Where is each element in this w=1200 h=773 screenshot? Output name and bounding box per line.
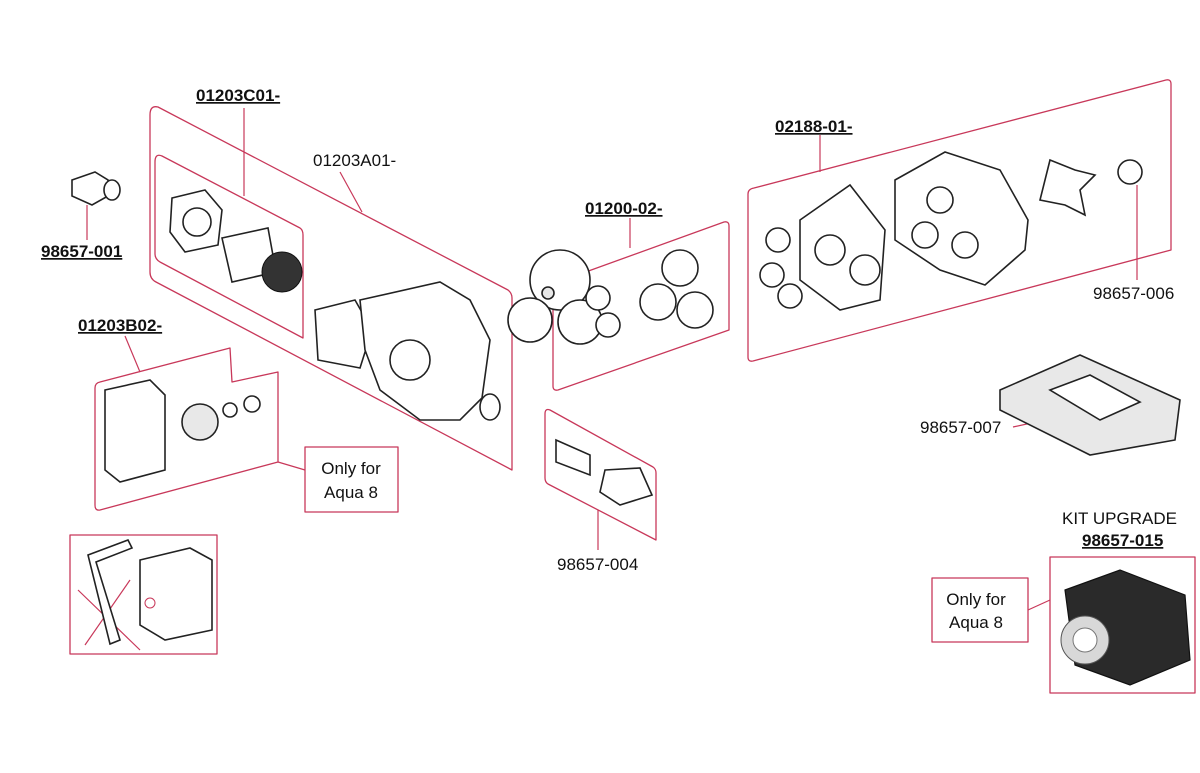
cam-bearing-part [1039,158,1143,217]
note-aqua8-right: Only for [946,590,1006,609]
note-aqua8-right-line2: Aqua 8 [949,613,1003,632]
label-98657-007: 98657-007 [920,418,1001,437]
leader-a01 [339,171,363,213]
hose-fitting-part [71,171,121,206]
label-98657-004: 98657-004 [557,555,638,574]
leader-b02 [124,335,141,373]
label-98657-006: 98657-006 [1093,284,1174,303]
leader-aqua-right [1027,599,1051,611]
frame-01203B02 [94,347,279,511]
frame-02188-01 [747,79,1172,362]
label-98657-015: 98657-015 [1082,531,1163,550]
check-valve-cover-part [169,189,303,293]
hex-key-tool [87,538,213,646]
mesh-screen-part [261,251,303,293]
label-02188-01: 02188-01- [775,117,853,136]
leader-aqua-left [277,461,306,471]
kit-upgrade-title: KIT UPGRADE [1062,509,1177,528]
pump-housing-part [314,281,501,421]
pressure-switch-part [104,379,261,483]
frame-01203C01 [154,154,304,339]
label-01200-02: 01200-02- [585,199,663,218]
motor-head-part [759,151,1029,311]
note-box-aqua8-left [304,446,399,513]
frame-01203A01 [149,106,513,471]
note-aqua8-left: Only for [321,459,381,478]
port-fitting-part [555,438,654,506]
note-aqua8-left-line2: Aqua 8 [324,483,378,502]
kit-upgrade-box [1049,556,1196,694]
valve-discs-part [639,249,714,329]
mounting-base-part [999,354,1181,456]
kit-upgrade-pump-photo [1060,569,1191,686]
label-01203C01: 01203C01- [196,86,280,105]
note-box-aqua8-right [931,577,1029,643]
label-01203B02: 01203B02- [78,316,162,335]
label-01203A01: 01203A01- [313,151,396,170]
diaphragm-part [507,249,621,345]
label-98657-001: 98657-001 [41,242,122,261]
inset-box-tool [69,534,218,655]
frame-98657-004 [544,408,657,541]
